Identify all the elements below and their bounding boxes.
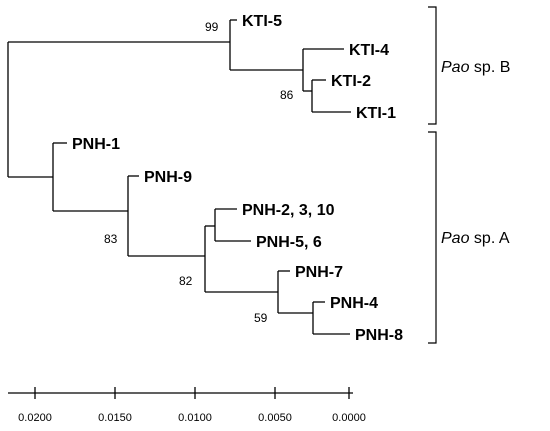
group-a-genus: Pao: [441, 230, 470, 247]
group-a-rest: sp. A: [469, 230, 509, 247]
bootstrap-kti-1-2: 86: [280, 88, 294, 102]
taxon-kti-4: KTI-4: [349, 42, 389, 59]
taxon-pnh-2-3-10: PNH-2, 3, 10: [242, 202, 335, 219]
taxon-pnh-8: PNH-8: [355, 327, 403, 344]
taxon-pnh-1: PNH-1: [72, 136, 120, 153]
group-b-genus: Pao: [441, 59, 470, 76]
taxon-kti-5: KTI-5: [242, 13, 282, 30]
taxon-pnh-4: PNH-4: [330, 295, 378, 312]
scale-tick-label: 0.0150: [98, 412, 132, 424]
bracket-pao-sp-a: [428, 131, 437, 344]
bracket-pao-sp-b: [428, 6, 437, 125]
taxon-pnh-7: PNH-7: [295, 264, 343, 281]
group-b-rest: sp. B: [469, 59, 510, 76]
bootstrap-pnh-4-8: 59: [254, 311, 268, 325]
bootstrap-values: 99 86 83 82 59: [104, 20, 294, 325]
scale-tick-label: 0.0100: [178, 412, 212, 424]
group-brackets: [428, 6, 437, 344]
scale-tick-label: 0.0000: [332, 412, 366, 424]
bootstrap-kti-clade: 99: [205, 20, 219, 34]
group-label-pao-sp-a: Pao sp. A: [441, 230, 510, 247]
taxon-kti-2: KTI-2: [331, 73, 371, 90]
tip-labels: KTI-5 KTI-4 KTI-2 KTI-1 PNH-1 PNH-9 PNH-…: [72, 13, 403, 344]
bootstrap-pnh-sub: 82: [179, 274, 193, 288]
scale-tick-label: 0.0200: [18, 412, 52, 424]
taxon-pnh-9: PNH-9: [144, 169, 192, 186]
taxon-pnh-5-6: PNH-5, 6: [256, 234, 322, 251]
bootstrap-pnh-inner: 83: [104, 232, 118, 246]
taxon-kti-1: KTI-1: [356, 105, 396, 122]
scale-axis: 0.0200 0.0150 0.0100 0.0050 0.0000: [8, 387, 366, 424]
tree-branches: [7, 19, 351, 335]
group-label-pao-sp-b: Pao sp. B: [441, 59, 510, 76]
scale-tick-label: 0.0050: [258, 412, 292, 424]
